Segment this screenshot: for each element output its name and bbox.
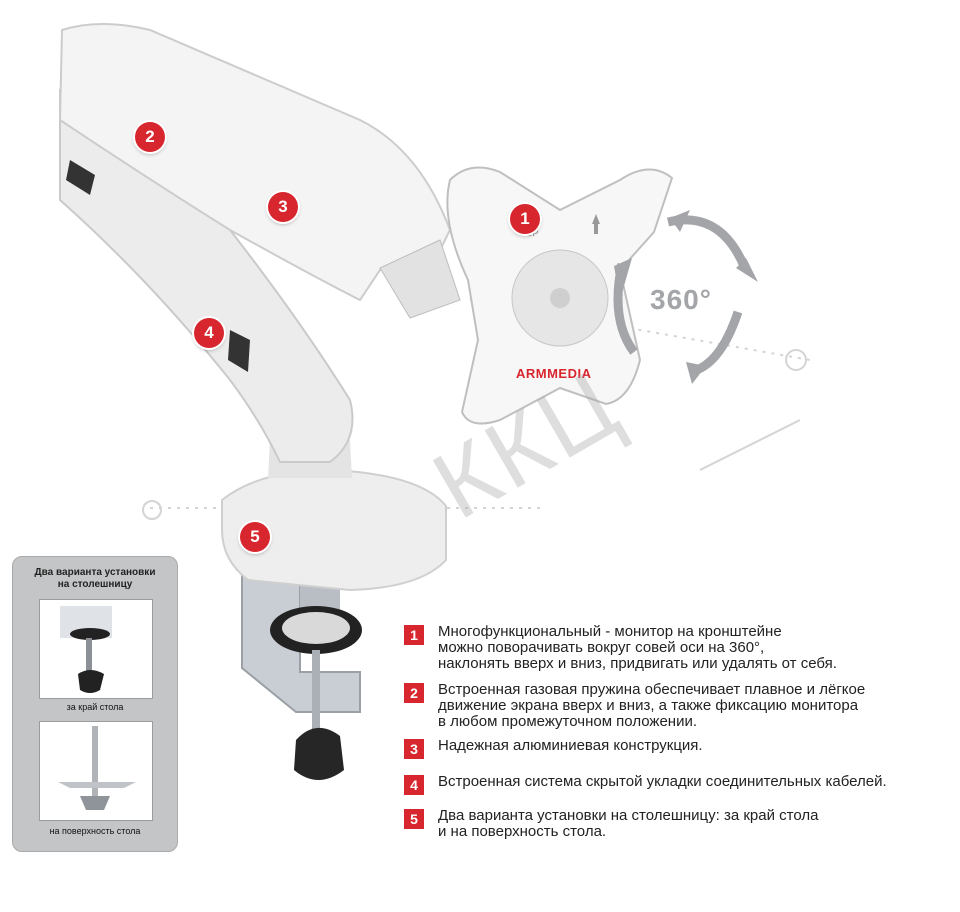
- feature-text: Два варианта установки на столешницу: за…: [438, 807, 819, 840]
- feature-number: 4: [404, 775, 424, 795]
- marker-5: 5: [240, 522, 270, 552]
- feature-number: 1: [404, 625, 424, 645]
- marker-1: 1: [510, 204, 540, 234]
- feature-text: Встроенная система скрытой укладки соеди…: [438, 773, 887, 790]
- upper-arm: [58, 23, 461, 319]
- rotation-label: 360°: [650, 284, 712, 315]
- vesa-plate: [446, 166, 674, 425]
- marker-3: 3: [268, 192, 298, 222]
- grommet-mount-image: [39, 721, 153, 821]
- feature-text: Встроенная газовая пружина обеспечивает …: [438, 681, 866, 730]
- edge-clamp-image: [39, 599, 153, 699]
- rotation-arrowheads: [614, 210, 758, 384]
- brand-logo: ARMMEDIA: [516, 366, 592, 381]
- mount-options-title: Два варианта установки на столешницу: [34, 567, 156, 590]
- watermark-lines: [142, 299, 811, 520]
- feature-item-3: 3 Надежная алюминиевая конструкция.: [404, 738, 703, 759]
- edge-clamp-caption: за край стола: [66, 702, 124, 712]
- feature-item-2: 2 Встроенная газовая пружина обеспечивае…: [404, 682, 865, 730]
- feature-number: 3: [404, 739, 424, 759]
- feature-item-5: 5 Два варианта установки на столешницу: …: [404, 808, 818, 840]
- desk-clamp: [241, 546, 362, 780]
- marker-4: 4: [194, 318, 224, 348]
- feature-text: Надежная алюминиевая конструкция.: [438, 737, 703, 754]
- grommet-mount-caption: на поверхность стола: [49, 826, 141, 836]
- feature-number: 5: [404, 809, 424, 829]
- feature-item-1: 1 Многофункциональный - монитор на кронш…: [404, 624, 837, 672]
- feature-item-4: 4 Встроенная система скрытой укладки сое…: [404, 774, 887, 795]
- arm-base: [221, 440, 447, 592]
- up-label: UP: [526, 228, 539, 238]
- marker-2: 2: [135, 122, 165, 152]
- feature-text: Многофункциональный - монитор на кронште…: [438, 623, 837, 672]
- mount-options-panel: Два варианта установки на столешницу за …: [12, 556, 178, 852]
- feature-number: 2: [404, 683, 424, 703]
